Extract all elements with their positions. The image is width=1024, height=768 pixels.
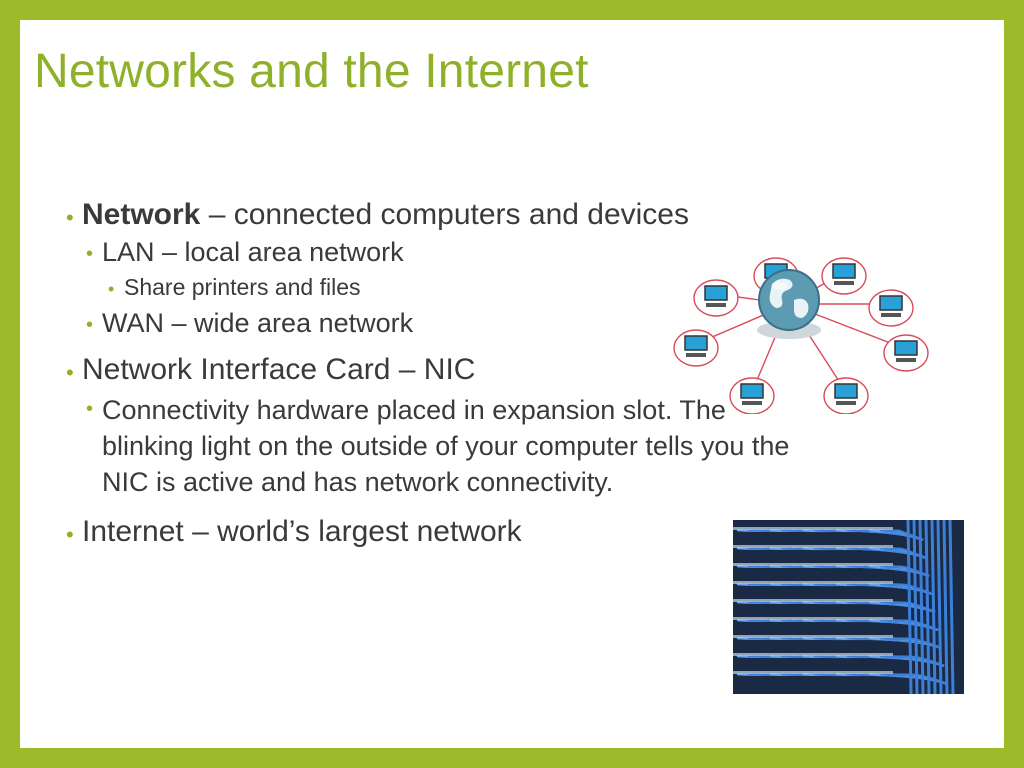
bullet-dot-icon: • (86, 242, 94, 265)
cables-photo-image (733, 520, 964, 694)
bullet-dot-icon: • (66, 521, 74, 547)
slide-title: Networks and the Internet (34, 45, 589, 98)
computer-icon (693, 279, 739, 317)
bullet-text: WAN – wide area network (102, 307, 414, 338)
globe-icon (757, 269, 821, 339)
bullet-text: Connectivity hardware placed in expansio… (102, 394, 790, 498)
computer-icon (729, 377, 775, 414)
slide: Networks and the Internet • Network – con… (20, 20, 1004, 748)
bullet-list: • Network – connected computers and devic… (66, 190, 846, 549)
computer-icon (821, 257, 867, 295)
bullet-dot-icon: • (66, 205, 74, 230)
bullet-wan: • WAN – wide area network (66, 308, 846, 339)
bullet-nic: • Network Interface Card – NIC (66, 353, 846, 388)
bullet-text: Internet – world’s largest network (82, 514, 522, 548)
bullet-dot-icon: • (86, 313, 94, 336)
bullet-dot-icon: • (108, 278, 115, 299)
bullet-share: • Share printers and files (66, 274, 846, 300)
bullet-nic-desc: • Connectivity hardware placed in expansi… (66, 392, 802, 501)
bullet-dot-icon: • (86, 397, 94, 420)
computer-icon (673, 329, 719, 367)
bullet-text: Share printers and files (124, 273, 361, 300)
bullet-network: • Network – connected computers and devic… (66, 198, 846, 233)
bullet-lan: • LAN – local area network (66, 237, 846, 268)
bullet-text: Network Interface Card – NIC (82, 353, 476, 387)
computer-icon (868, 289, 914, 327)
bullet-dot-icon: • (66, 360, 74, 386)
computer-icon (883, 334, 929, 372)
bullet-strong: Network (82, 198, 201, 231)
computer-icon (823, 377, 869, 414)
bullet-text: – connected computers and devices (200, 198, 689, 231)
bullet-internet: • Internet – world’s largest network (66, 515, 846, 550)
bullet-text: LAN – local area network (102, 236, 404, 267)
network-globe-image (673, 257, 929, 414)
